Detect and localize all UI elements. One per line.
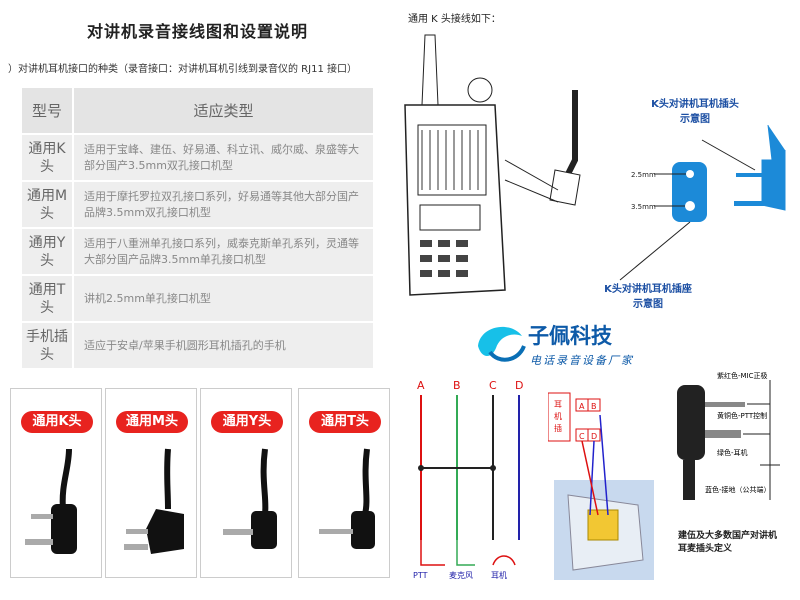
svg-text:机: 机 bbox=[554, 411, 562, 421]
wire-letter-a: A bbox=[417, 379, 425, 392]
brand-logo-icon bbox=[478, 326, 526, 362]
k-wiring-title: 通用 K 头接线如下： bbox=[408, 14, 501, 25]
label-mic: 麦克风 bbox=[449, 570, 473, 580]
svg-text:插: 插 bbox=[554, 423, 562, 433]
table-row: 通用Y头 适用于八重洲单孔接口系列，威泰克斯单孔系列，灵通等大部分国产品牌3.5… bbox=[20, 227, 375, 276]
table-row: 手机插头 适应于安卓/苹果手机圆形耳机插孔的手机 bbox=[20, 321, 375, 370]
pin-label-mic: 紫红色-MIC正极 bbox=[717, 371, 768, 380]
plug-diagram-label: K头对讲机耳机插头 示意图 bbox=[651, 99, 739, 125]
label-earphone: 耳机 bbox=[491, 570, 507, 580]
k-plug-icon bbox=[25, 448, 77, 554]
svg-text:D: D bbox=[591, 432, 597, 441]
plug-card-y: 通用Y头 bbox=[200, 388, 292, 578]
brand-name: 子佩科技 bbox=[528, 324, 612, 348]
plug-card-k: 通用K头 bbox=[10, 388, 102, 578]
pin-definition-note: 建伍及大多数国产对讲机耳麦插头定义 bbox=[678, 531, 778, 554]
hole-label-3-5: 3.5mm bbox=[631, 203, 656, 211]
cell-desc: 适用于摩托罗拉双孔接口系列，好易通等其他大部分国产品牌3.5mm双孔接口机型 bbox=[72, 180, 375, 229]
plug-badge: 通用K头 bbox=[21, 411, 93, 433]
pin-label-gnd: 蓝色-接地（公共端） bbox=[705, 485, 771, 494]
table-row: 通用M头 适用于摩托罗拉双孔接口系列，好易通等其他大部分国产品牌3.5mm双孔接… bbox=[20, 180, 375, 229]
wire-letter-b: B bbox=[453, 379, 461, 392]
cell-desc: 适用于八重洲单孔接口系列，威泰克斯单孔系列，灵通等大部分国产品牌3.5mm单孔接… bbox=[72, 227, 375, 276]
plug-card-t: 通用T头 bbox=[298, 388, 390, 578]
header-model: 型号 bbox=[20, 86, 74, 135]
socket-diagram-label: K头对讲机耳机插座 示意图 bbox=[604, 284, 692, 310]
table-row: 通用T头 讲机2.5mm单孔接口机型 bbox=[20, 274, 375, 323]
cell-type: 通用K头 bbox=[20, 133, 74, 182]
subtitle: ）对讲机耳机接口的种类（录音接口：对讲机耳机引线到录音仪的 RJ11 接口） bbox=[8, 64, 357, 75]
pin-label-ptt: 黄铜色-PTT控制 bbox=[717, 411, 767, 420]
plug-badge: 通用Y头 bbox=[211, 411, 283, 433]
svg-text:B: B bbox=[591, 402, 597, 411]
pin-definition-diagram: 紫红色-MIC正极 黄铜色-PTT控制 绿色-耳机 蓝色-接地（公共端） bbox=[677, 371, 780, 500]
plug-badge: 通用M头 bbox=[116, 411, 188, 433]
wire-letter-c: C bbox=[489, 379, 497, 392]
table-row: 通用K头 适用于宝峰、建伍、好易通、科立讯、威尔威、泉盛等大部分国产3.5mm双… bbox=[20, 133, 375, 182]
page-title: 对讲机录音接线图和设置说明 bbox=[86, 22, 308, 41]
cell-type: 手机插头 bbox=[20, 321, 74, 370]
wire-schematic: A B C D PTT 麦克风 耳机 bbox=[413, 379, 523, 580]
plug-badge: 通用T头 bbox=[309, 411, 381, 433]
cell-type: 通用M头 bbox=[20, 180, 74, 229]
header-type: 适应类型 bbox=[72, 86, 375, 135]
label-ptt: PTT bbox=[413, 571, 428, 580]
t-plug-icon bbox=[319, 448, 375, 549]
pin-label-ear: 绿色-耳机 bbox=[717, 448, 748, 457]
plug-card-m: 通用M头 bbox=[105, 388, 197, 578]
rj11-plug-diagram: 耳 机 插 A B C D bbox=[548, 392, 654, 580]
cell-desc: 适应于安卓/苹果手机圆形耳机插孔的手机 bbox=[72, 321, 375, 370]
y-plug-icon bbox=[223, 448, 277, 549]
connector-table: 型号 适应类型 通用K头 适用于宝峰、建伍、好易通、科立讯、威尔威、泉盛等大部分… bbox=[20, 86, 375, 370]
cell-type: 通用Y头 bbox=[20, 227, 74, 276]
svg-text:C: C bbox=[579, 432, 585, 441]
m-plug-icon bbox=[124, 448, 184, 554]
hole-label-2-5: 2.5mm bbox=[631, 171, 656, 179]
k-socket-diagram bbox=[672, 162, 707, 222]
cell-desc: 讲机2.5mm单孔接口机型 bbox=[72, 274, 375, 323]
cell-type: 通用T头 bbox=[20, 274, 74, 323]
svg-text:A: A bbox=[579, 402, 585, 411]
cell-desc: 适用于宝峰、建伍、好易通、科立讯、威尔威、泉盛等大部分国产3.5mm双孔接口机型 bbox=[72, 133, 375, 182]
brand-tagline: 电话录音设备厂家 bbox=[530, 354, 634, 367]
rj-side-label-1: 耳 bbox=[554, 400, 562, 409]
wire-letter-d: D bbox=[515, 379, 523, 392]
radio-diagram: 2.5mm 3.5mm bbox=[400, 30, 795, 320]
table-header-row: 型号 适应类型 bbox=[20, 86, 375, 135]
